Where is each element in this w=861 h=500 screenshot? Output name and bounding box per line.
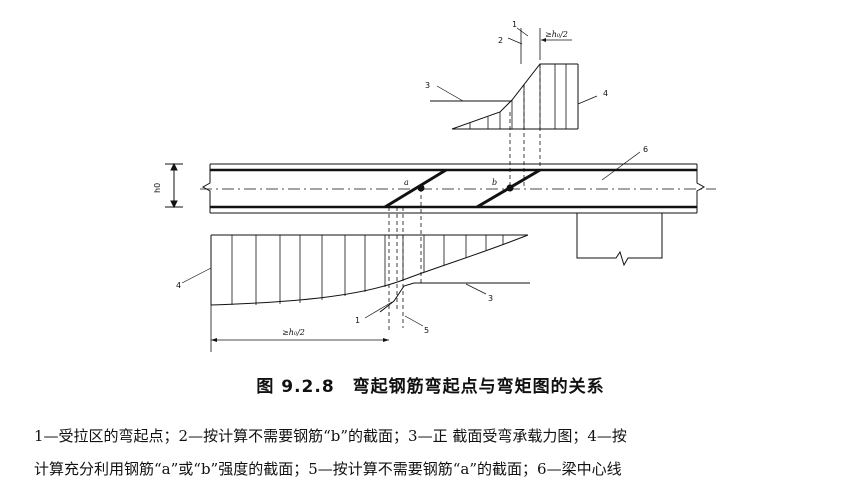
- label-6: 6: [643, 145, 648, 154]
- label-3-top: 3: [425, 81, 430, 90]
- support: [576, 213, 663, 267]
- label-2: 2: [498, 36, 503, 45]
- label-dim-bottom: ≥h₀/2: [282, 328, 305, 337]
- bottom-dimension: [210, 305, 389, 352]
- label-1-top: 1: [512, 20, 517, 29]
- label-5: 5: [424, 326, 429, 335]
- h0-dimension: [165, 162, 183, 209]
- top-moment-diagram: [430, 63, 579, 130]
- label-1-bottom: 1: [355, 316, 360, 325]
- figure-title: 图 9.2.8 弯起钢筋弯起点与弯矩图的关系: [256, 377, 605, 397]
- legend-line-2: 计算充分利用钢筋“a”或“b”强度的截面；5—按计算不需要钢筋“a”的截面；6—…: [34, 460, 622, 478]
- label-a: a: [404, 178, 409, 187]
- label-3-bottom: 3: [488, 294, 493, 303]
- projection-lines: [388, 64, 541, 330]
- label-4-top: 4: [603, 89, 608, 98]
- figure-legend: 1—受拉区的弯起点；2—按计算不需要钢筋“b”的截面；3—正 截面受弯承载力图；…: [34, 420, 834, 486]
- leader-lines: [181, 27, 641, 327]
- label-dim-top: ≥h₀/2: [545, 30, 568, 39]
- label-h0: h0: [153, 183, 162, 193]
- label-4-bottom: 4: [176, 281, 181, 290]
- bottom-moment-diagram: [210, 234, 530, 313]
- top-dimension: [520, 28, 572, 64]
- label-b: b: [492, 178, 497, 187]
- beam: [201, 163, 706, 214]
- bent-bar-diagram: 1 2 3 4 6 h0 a b ≥h₀/2 4 1 3 5 ≥h₀/2: [153, 20, 716, 352]
- legend-line-1: 1—受拉区的弯起点；2—按计算不需要钢筋“b”的截面；3—正 截面受弯承载力图；…: [34, 427, 627, 445]
- bent-bars: [384, 168, 541, 209]
